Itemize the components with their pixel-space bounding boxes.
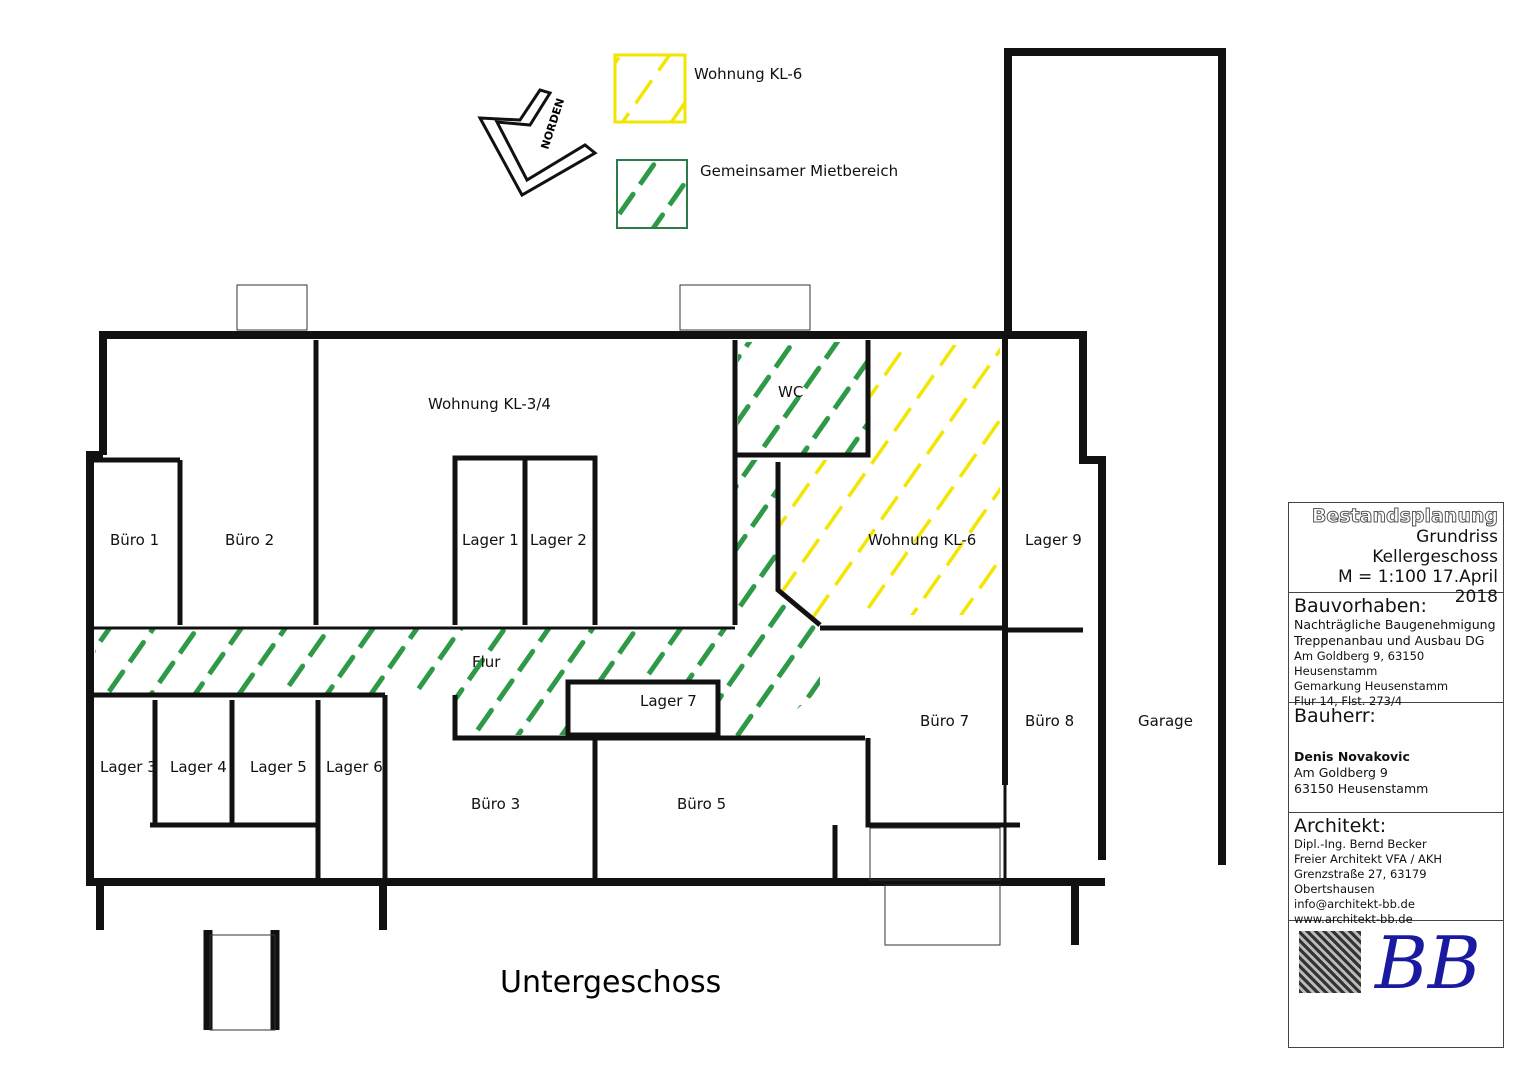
- architect-line: info@architekt-bb.de: [1294, 897, 1415, 911]
- client-section: Bauherr: Denis Novakovic Am Goldberg 9 6…: [1289, 703, 1503, 813]
- logo-section: BB: [1289, 921, 1503, 1045]
- room-label: Büro 2: [225, 531, 274, 549]
- room-label: Büro 5: [677, 795, 726, 813]
- room-label: Lager 6: [326, 758, 383, 776]
- room-label: Lager 5: [250, 758, 307, 776]
- project-line: Gemarkung Heusenstamm: [1294, 679, 1449, 693]
- legend-label-common: Gemeinsamer Mietbereich: [700, 162, 898, 180]
- project-line: Flur 14, Flst. 273/4: [1294, 694, 1403, 708]
- architect-logo: BB: [1375, 921, 1481, 1005]
- room-label: Büro 3: [471, 795, 520, 813]
- room-label: Lager 1: [462, 531, 519, 549]
- room-label: Lager 3: [100, 758, 157, 776]
- project-section: Bauvorhaben: Nachträgliche Baugenehmigun…: [1289, 593, 1503, 708]
- room-label: Büro 8: [1025, 712, 1074, 730]
- room-label: WC: [778, 383, 803, 401]
- client-line: Am Goldberg 9: [1294, 765, 1388, 780]
- legend: Wohnung KL-6 Gemeinsamer Mietbereich: [613, 53, 898, 229]
- project-heading: Bauvorhaben:: [1294, 595, 1427, 617]
- project-line: Treppenanbau und Ausbau DG: [1294, 633, 1485, 648]
- architect-line: Freier Architekt VFA / AKH: [1294, 852, 1443, 866]
- room-label: Lager 9: [1025, 531, 1082, 549]
- room-labels: Wohnung KL-3/4 WC Büro 1 Büro 2 Lager 1 …: [100, 383, 1193, 813]
- architect-section: Architekt: Dipl.-Ing. Bernd Becker Freie…: [1289, 813, 1503, 926]
- client-line: 63150 Heusenstamm: [1294, 781, 1429, 796]
- room-label: Garage: [1138, 712, 1193, 730]
- title-block: Bestandsplanung Grundriss Kellergeschoss…: [1288, 502, 1504, 1048]
- room-label: Lager 7: [640, 692, 697, 710]
- floor-title: Untergeschoss: [500, 965, 721, 1000]
- area-wohnung-kl6: [780, 345, 1000, 622]
- architect-line: Grenzstraße 27, 63179 Obertshausen: [1294, 867, 1427, 896]
- qr-code-icon: [1299, 931, 1361, 993]
- project-line: Nachträgliche Baugenehmigung: [1294, 617, 1496, 632]
- plan-scale-date: M = 1:100 17.April 2018: [1337, 567, 1498, 607]
- client-name: Denis Novakovic: [1294, 749, 1410, 764]
- architect-line: Dipl.-Ing. Bernd Becker: [1294, 837, 1427, 851]
- room-label: Büro 7: [920, 712, 969, 730]
- architect-heading: Architekt:: [1294, 815, 1387, 837]
- legend-swatch-common: [616, 159, 688, 229]
- title-section: Bestandsplanung Grundriss Kellergeschoss…: [1289, 503, 1503, 607]
- room-label: Flur: [472, 653, 501, 671]
- plan-title: Bestandsplanung: [1311, 505, 1498, 528]
- room-label: Wohnung KL-3/4: [428, 395, 551, 413]
- stairs: [209, 284, 1001, 1031]
- legend-swatch-kl6: [613, 53, 687, 124]
- area-common-corridor: [95, 460, 820, 740]
- area-common-wc: [738, 342, 866, 453]
- room-label: Büro 1: [110, 531, 159, 549]
- legend-label-kl6: Wohnung KL-6: [694, 65, 802, 83]
- room-label: Lager 2: [530, 531, 587, 549]
- client-heading: Bauherr:: [1294, 705, 1376, 727]
- walls: [86, 48, 1226, 1030]
- room-label: Wohnung KL-6: [868, 531, 976, 549]
- room-label: Lager 4: [170, 758, 227, 776]
- north-arrow-icon: NORDEN: [477, 88, 598, 198]
- plan-subtitle: Grundriss Kellergeschoss: [1372, 527, 1498, 567]
- project-line: Am Goldberg 9, 63150 Heusenstamm: [1294, 649, 1425, 678]
- architect-line: www.architekt-bb.de: [1294, 912, 1413, 926]
